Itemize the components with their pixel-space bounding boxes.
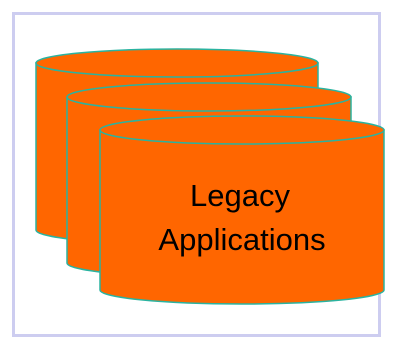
label-line-2: Applications	[158, 222, 325, 257]
label-line-1: Legacy	[190, 178, 290, 213]
cylinder-front	[99, 115, 385, 305]
